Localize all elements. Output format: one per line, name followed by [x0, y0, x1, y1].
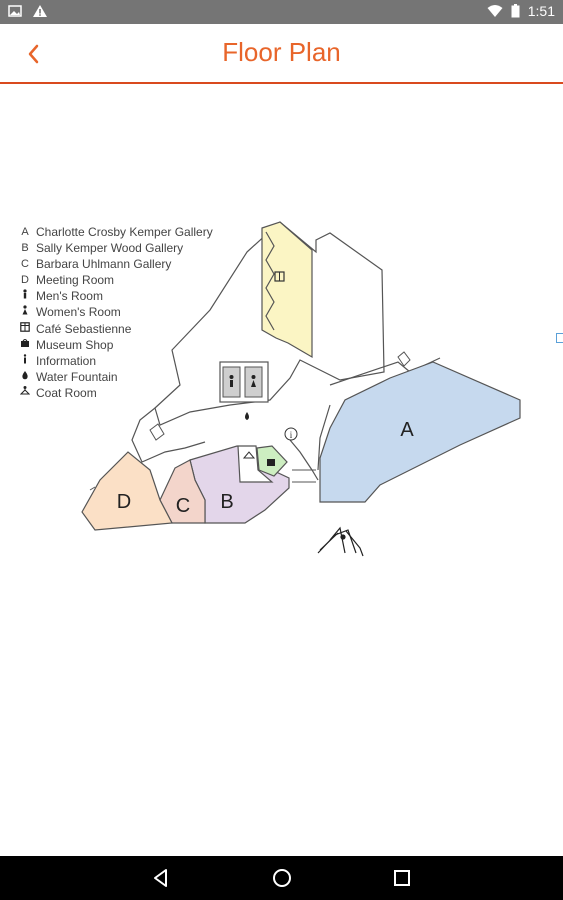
chevron-left-icon: [28, 44, 39, 64]
legend-item: Café Sebastienne: [14, 321, 213, 337]
gallery-d-label: D: [117, 491, 131, 513]
legend-item: Information: [14, 353, 213, 369]
status-bar: 1:51: [0, 0, 563, 24]
back-button[interactable]: [18, 38, 50, 70]
legend-label: Meeting Room: [36, 273, 115, 288]
legend-symbol: A: [21, 226, 29, 238]
legend-item: A Charlotte Crosby Kemper Gallery: [14, 224, 213, 240]
shop-icon: [14, 337, 36, 353]
gallery-a-label: A: [400, 419, 414, 441]
status-time: 1:51: [527, 3, 555, 19]
corridor-wall: [131, 407, 206, 463]
floor-plan-drawing: i A B C D: [81, 221, 521, 557]
legend-label: Women's Room: [36, 305, 121, 320]
legend-label: Coat Room: [36, 385, 97, 400]
legend-item: Men's Room: [14, 288, 213, 304]
women-icon: [14, 304, 36, 320]
info-icon: [284, 427, 298, 441]
gallery-b-label: B: [220, 491, 233, 513]
map-legend: A Charlotte Crosby Kemper Gallery B Sall…: [14, 224, 213, 401]
legend-label: Sally Kemper Wood Gallery: [36, 241, 184, 256]
legend-item: Water Fountain: [14, 369, 213, 385]
gallery-d: [81, 451, 173, 531]
legend-label: Information: [36, 353, 97, 368]
legend-item: B Sally Kemper Wood Gallery: [14, 240, 213, 256]
door-mark: [397, 351, 411, 367]
system-nav-bar: [0, 856, 563, 900]
svg-text:i: i: [290, 430, 293, 440]
coat-icon: [242, 451, 256, 459]
corridor-wall: [317, 404, 331, 471]
men-icon: [14, 288, 36, 304]
circle-home-icon: [273, 869, 291, 887]
cafe-area: [261, 221, 313, 359]
legend-item: Coat Room: [14, 385, 213, 401]
info-icon: [14, 353, 36, 369]
cafe-icon: [14, 321, 36, 337]
legend-label: Charlotte Crosby Kemper Gallery: [36, 225, 213, 239]
square-recents-icon: [394, 870, 410, 886]
corridor-wall: [289, 439, 319, 481]
door-mark: [89, 486, 96, 491]
door-mark: [292, 469, 316, 483]
cafe-zigzag-wall: [265, 231, 275, 331]
legend-label: Café Sebastienne: [36, 321, 132, 336]
nav-back-button[interactable]: [149, 866, 173, 890]
women-icon: [251, 375, 256, 379]
triangle-back-icon: [154, 869, 167, 887]
outdoor-sculpture: [317, 526, 364, 557]
app-bar: Floor Plan: [0, 24, 563, 84]
nav-home-button[interactable]: [270, 866, 294, 890]
legend-item: D Meeting Room: [14, 272, 213, 288]
water-icon: [245, 412, 249, 420]
legend-symbol: B: [21, 242, 29, 255]
gallery-c-label: C: [176, 495, 190, 517]
warning-icon: [33, 5, 47, 17]
legend-label: Museum Shop: [36, 337, 114, 352]
legend-symbol: C: [21, 258, 29, 271]
floor-plan-map[interactable]: i A B C D: [0, 84, 563, 856]
scroll-indicator: [556, 333, 563, 343]
water-icon: [14, 369, 36, 385]
nav-recents-button[interactable]: [390, 866, 414, 890]
shop-icon: [267, 459, 275, 466]
coat-icon: [14, 385, 36, 401]
wifi-icon: [487, 5, 503, 17]
legend-item: Women's Room: [14, 304, 213, 320]
legend-item: C Barbara Uhlmann Gallery: [14, 256, 213, 272]
legend-label: Men's Room: [36, 289, 103, 304]
legend-label: Barbara Uhlmann Gallery: [36, 257, 172, 272]
gallery-a: [319, 361, 521, 503]
men-icon: [229, 375, 234, 379]
image-icon: [8, 5, 22, 17]
north-wing-wall: [154, 221, 385, 426]
gallery-c: [159, 459, 206, 524]
legend-item: Museum Shop: [14, 337, 213, 353]
page-title: Floor Plan: [222, 37, 341, 67]
legend-symbol: D: [21, 274, 29, 287]
battery-icon: [511, 4, 520, 18]
legend-label: Water Fountain: [36, 369, 118, 384]
door-mark: [149, 423, 165, 441]
